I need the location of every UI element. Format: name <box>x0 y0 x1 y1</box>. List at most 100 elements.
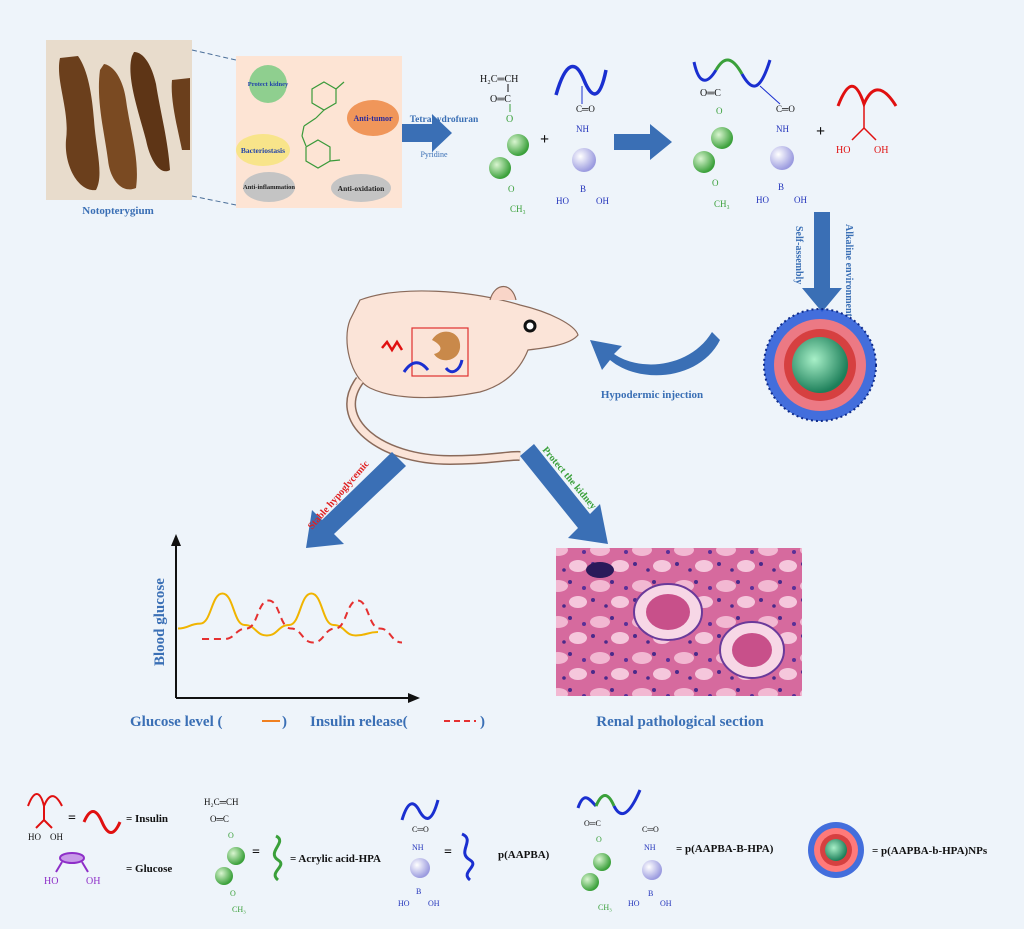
legend-paapba: p(AAPBA) <box>498 849 550 861</box>
chart-x-arrowhead <box>408 693 420 703</box>
amide-c-eq-o-1: C═O <box>576 104 595 114</box>
ch3-label-2: CH₃ <box>714 199 730 209</box>
protect-kidney-label: Protect kidney <box>248 81 289 88</box>
legend-h2c-ch: H₂C═CH <box>204 797 239 807</box>
boron-label-1: B <box>580 184 586 194</box>
zoom-line-bottom <box>191 195 237 206</box>
catalyst-label: Pyridine <box>420 150 448 159</box>
legend-o-eq-c: O═C <box>210 814 229 824</box>
legend-acrylic: = Acrylic acid-HPA <box>290 853 381 865</box>
insulin-diol-icon <box>27 793 63 829</box>
series-line-insulin <box>201 599 403 644</box>
legend-ether-o: O <box>230 889 236 898</box>
legend-oh-4: OH <box>660 899 672 908</box>
ch3-label-1: CH₃ <box>510 204 526 214</box>
injection-label: Hypodermic injection <box>601 389 703 401</box>
protect-kidney-bubble <box>249 65 287 103</box>
amide-c-eq-o-2: C═O <box>776 104 795 114</box>
anti-inflammation-label: Anti-inflammation <box>243 184 295 191</box>
legend-paapba-b-hpa: = p(AAPBA-B-HPA) <box>676 843 774 855</box>
legend-copolymer-blue <box>612 789 642 816</box>
notopterygium-photo <box>46 40 192 200</box>
legend-eq-2: = <box>252 845 260 860</box>
o-eq-c-label-2: O═C <box>700 88 721 99</box>
insulin-wave-icon <box>82 810 122 834</box>
legend-nps: = p(AAPBA-b-HPA)NPs <box>872 845 988 857</box>
legend-nh-2: NH <box>644 843 656 852</box>
legend-o-eq-c-2: O═C <box>584 819 601 828</box>
arrow-protect <box>520 444 608 544</box>
chart-series <box>177 592 403 644</box>
ho-label-2: HO <box>756 195 769 205</box>
zoom-line-top <box>191 49 237 61</box>
legend-oh-3: OH <box>428 899 440 908</box>
legend-ester-o: O <box>228 831 234 840</box>
reaction-arrow-2 <box>614 124 672 160</box>
ether-o-label-2: O <box>712 178 719 188</box>
insulin-legend-text: Insulin release( <box>310 714 408 730</box>
glucose-chart: Blood glucose Glucose level ( ) Insulin … <box>130 534 485 730</box>
plus-2: + <box>816 123 825 140</box>
legend-lilac-sphere <box>410 858 430 878</box>
chart-y-arrowhead <box>171 534 181 546</box>
herb-caption: Notopterygium <box>82 205 154 217</box>
legend-eq-1: = <box>68 811 76 826</box>
nh-label-1: NH <box>576 124 589 134</box>
anti-inflammation-bubble <box>243 172 295 202</box>
bacteriostasis-bubble <box>236 134 290 166</box>
legend-eq-3: = <box>444 845 452 860</box>
plus-1: + <box>540 131 549 148</box>
mouse-illustration <box>346 285 579 466</box>
chart-ylabel: Blood glucose <box>152 578 168 666</box>
ho-label-red: HO <box>836 145 850 156</box>
legend-sphere-2 <box>215 867 233 885</box>
boron-label-2: B <box>778 182 784 192</box>
copolymer-structure: O═C O O CH₃ C═O NH B HO OH <box>692 58 807 209</box>
ether-o-label: O <box>508 184 515 194</box>
self-assembly-label: Self-assembly <box>793 226 804 284</box>
bacteriostasis-label: Bacteriostasis <box>241 146 285 155</box>
arrow-stable <box>306 452 406 548</box>
glucose-legend-close: ) <box>282 714 287 730</box>
anti-oxidation-bubble <box>331 174 391 202</box>
solvent-label: Tetrahydrofuran <box>410 115 479 125</box>
legend-ho-4: HO <box>628 899 640 908</box>
glucose-stem <box>55 861 89 873</box>
legend-glucose: = Glucose <box>126 863 172 875</box>
aapba-wave-icon <box>461 832 475 882</box>
ester-o-label: O <box>506 114 513 125</box>
renal-section-image <box>556 548 802 696</box>
anti-oxidation-label: Anti-oxidation <box>338 184 386 193</box>
acrylic-monomer: H₂C═CH O═C O O CH₃ <box>480 74 529 214</box>
glucose-ring-icon <box>59 852 85 864</box>
insulin-legend-close: ) <box>480 714 485 730</box>
legend-b-2: B <box>648 889 653 898</box>
legend-nanoparticle-icon <box>808 822 864 878</box>
legend-ho-1: HO <box>28 832 41 842</box>
phenol-structure <box>301 81 345 169</box>
legend-oh-2: OH <box>86 876 100 887</box>
chart-xlabel: Glucose level ( <box>130 714 222 730</box>
alkaline-label: Alkaline environment <box>843 224 854 318</box>
legend-ho-3: HO <box>398 899 410 908</box>
legend-sphere-1 <box>227 847 245 865</box>
legend-aapba-wave <box>400 799 440 821</box>
acrylic-wave-icon <box>272 834 283 882</box>
anti-tumor-bubble <box>347 100 399 136</box>
legend-sphere-3 <box>593 853 611 871</box>
o-eq-c-label: O═C <box>490 94 511 105</box>
oh-label-1: OH <box>596 196 609 206</box>
legend-copolymer-green <box>594 794 616 807</box>
reaction-arrow-1 <box>402 114 452 152</box>
assembly-arrow <box>802 212 842 312</box>
aapba-monomer: C═O NH B HO OH <box>554 64 609 206</box>
oh-label-red: OH <box>874 145 888 156</box>
h2c-ch-label: H₂C═CH <box>480 74 518 85</box>
legend-c-eq-o: C═O <box>412 825 429 834</box>
glucose-legend-text: Glucose level ( <box>130 714 222 730</box>
renal-caption: Renal pathological section <box>596 714 764 730</box>
legend: HO OH = = Insulin HO OH = Glucose H₂C═CH… <box>27 789 988 914</box>
legend-copolymer-wave <box>576 796 598 809</box>
oh-label-2: OH <box>794 195 807 205</box>
